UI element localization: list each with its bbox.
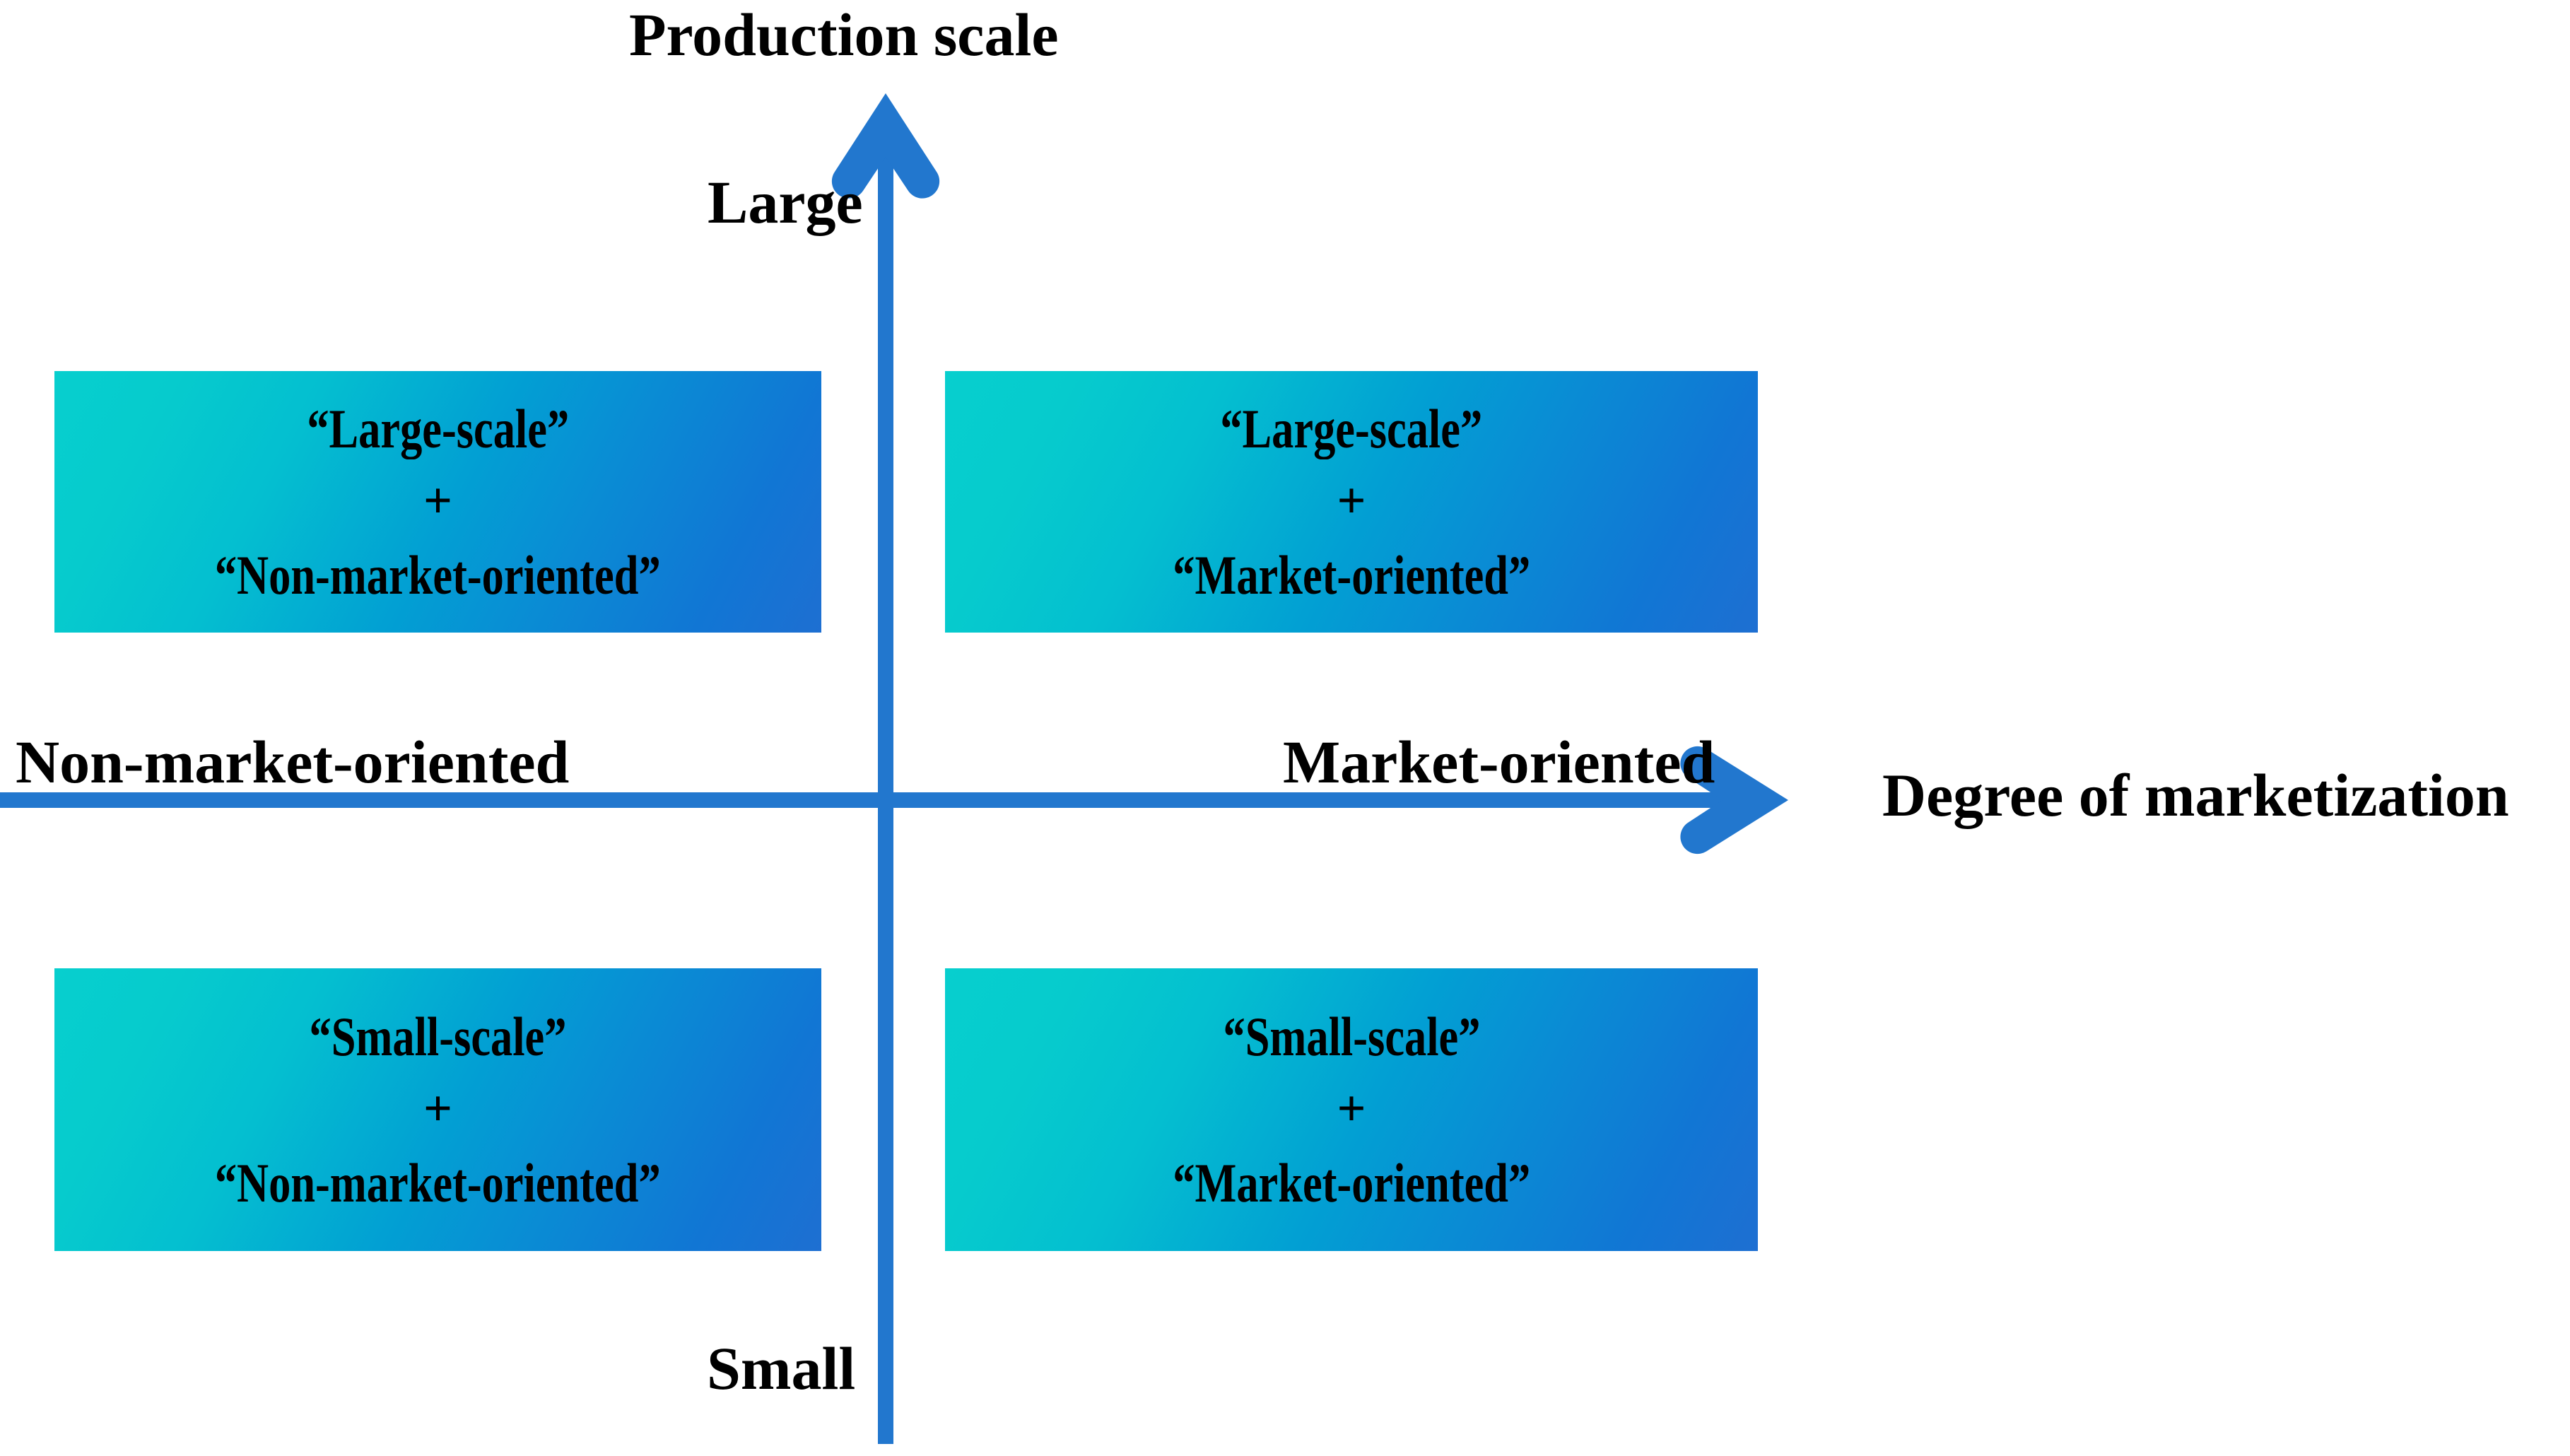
quadrant-bottom-right-plus: +	[1337, 1080, 1366, 1137]
quadrant-top-right-orientation: “Market-oriented”	[1173, 544, 1530, 606]
quadrant-bottom-left-plus: +	[423, 1080, 453, 1137]
vertical-axis-line	[878, 112, 893, 1444]
quadrant-bottom-left[interactable]: “Small-scale” + “Non-market-oriented”	[54, 968, 821, 1251]
quadrant-bottom-left-scale: “Small-scale”	[309, 1005, 567, 1067]
quadrant-top-left-plus: +	[423, 472, 453, 529]
quadrant-top-right-scale: “Large-scale”	[1220, 397, 1483, 459]
horizontal-axis-left-label: Non-market-oriented	[16, 728, 570, 796]
quadrant-top-left[interactable]: “Large-scale” + “Non-market-oriented”	[54, 371, 821, 633]
quadrant-bottom-right[interactable]: “Small-scale” + “Market-oriented”	[945, 968, 1758, 1251]
vertical-axis-high-label: Large	[708, 168, 863, 236]
quadrant-top-left-orientation: “Non-market-oriented”	[215, 544, 661, 606]
quadrant-bottom-right-scale: “Small-scale”	[1223, 1005, 1480, 1067]
quadrant-top-right-plus: +	[1337, 472, 1366, 529]
horizontal-axis-title: Degree of marketization	[1882, 761, 2509, 829]
vertical-axis-low-label: Small	[707, 1334, 856, 1402]
quadrant-bottom-left-orientation: “Non-market-oriented”	[215, 1152, 661, 1214]
quadrant-top-right[interactable]: “Large-scale” + “Market-oriented”	[945, 371, 1758, 633]
quadrant-bottom-right-orientation: “Market-oriented”	[1173, 1152, 1530, 1214]
horizontal-axis-right-label: Market-oriented	[1283, 728, 1715, 796]
quadrant-top-left-scale: “Large-scale”	[307, 397, 569, 459]
vertical-axis-title: Production scale	[629, 1, 1059, 69]
